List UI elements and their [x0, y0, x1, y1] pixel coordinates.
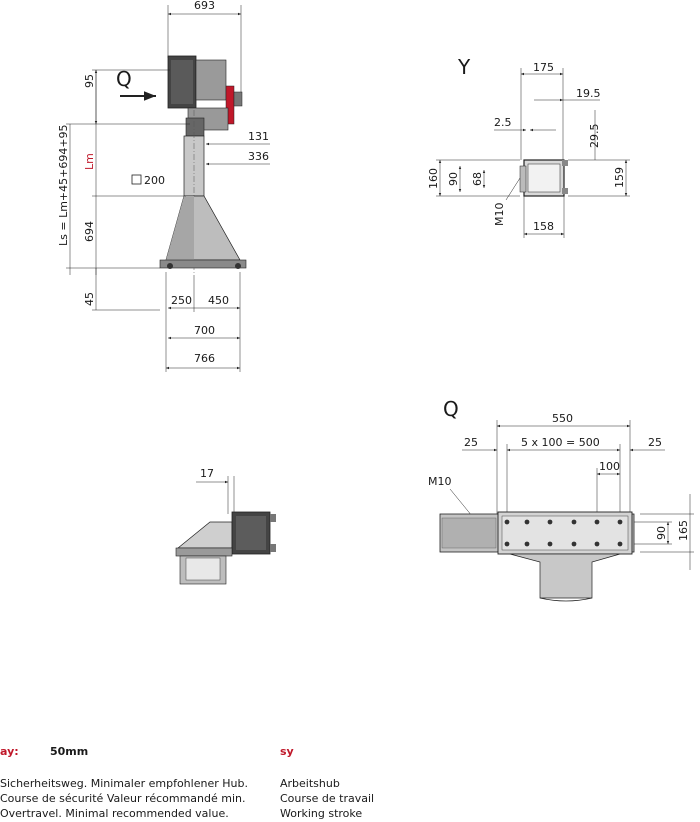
view-arrow-label-q: Q	[116, 67, 132, 91]
symbol-ay: ay:	[0, 745, 19, 758]
side-view: 693 Q 95 Lm Ls = Lm+45+694+95 694	[57, 0, 270, 372]
detail-view: 17	[175, 467, 276, 585]
dim-25-left: 25	[464, 436, 478, 449]
dim-450: 450	[208, 294, 229, 307]
ay-line-fr: Course de sécurité Valeur récommandé min…	[0, 792, 246, 805]
dim-19-5: 19.5	[576, 87, 601, 100]
dim-17: 17	[200, 467, 214, 480]
symbol-sy: sy	[280, 745, 294, 758]
ay-description: Sicherheitsweg. Minimaler empfohlener Hu…	[0, 776, 248, 821]
dim-29-5: 29.5	[588, 124, 601, 149]
dim-159: 159	[613, 167, 626, 188]
dim-250: 250	[171, 294, 192, 307]
sy-line-en: Working stroke	[280, 807, 363, 820]
y-view: Y 175 19.5 2.5 29.5 160 90 68 M10	[427, 55, 630, 238]
dim-2-5: 2.5	[494, 116, 512, 129]
dim-100: 100	[599, 460, 620, 473]
dim-158: 158	[533, 220, 554, 233]
base-funnel	[509, 553, 621, 599]
q-view: Q 550 25 5 x 100 = 500 25 100 M10	[428, 397, 694, 602]
sy-line-de: Arbeitshub	[280, 777, 340, 790]
dim-25-right: 25	[648, 436, 662, 449]
dim-160: 160	[427, 168, 440, 189]
dim-700: 700	[194, 324, 215, 337]
legend-ay-header: ay:	[0, 744, 19, 759]
legend-sy-header: sy	[280, 744, 294, 759]
thread-m10-q: M10	[428, 475, 452, 488]
dim-90-q: 90	[655, 526, 668, 540]
label-ls-formula: Ls = Lm+45+694+95	[57, 124, 70, 246]
dim-693: 693	[194, 0, 215, 12]
thread-m10-y: M10	[493, 203, 506, 227]
dim-165: 165	[677, 520, 690, 541]
ay-line-en: Overtravel. Minimal recommended value.	[0, 807, 229, 820]
dim-175: 175	[533, 61, 554, 74]
dim-95: 95	[83, 74, 96, 88]
label-lm: Lm	[83, 153, 96, 170]
base-plate	[159, 259, 247, 269]
dim-336: 336	[248, 150, 269, 163]
dim-131: 131	[248, 130, 269, 143]
dim-5x100-500: 5 x 100 = 500	[521, 436, 600, 449]
dim-68: 68	[471, 172, 484, 186]
dim-column-200: 200	[144, 174, 165, 187]
view-label-y: Y	[457, 55, 471, 79]
sy-description: Arbeitshub Course de travail Working str…	[280, 776, 374, 821]
ay-line-de: Sicherheitsweg. Minimaler empfohlener Hu…	[0, 777, 248, 790]
dim-766: 766	[194, 352, 215, 365]
dim-550: 550	[552, 412, 573, 425]
dim-45: 45	[83, 292, 96, 306]
ay-value: 50mm	[50, 745, 89, 758]
sy-line-fr: Course de travail	[280, 792, 375, 805]
dim-694: 694	[83, 221, 96, 242]
view-label-q: Q	[443, 397, 459, 421]
dim-90: 90	[447, 172, 460, 186]
